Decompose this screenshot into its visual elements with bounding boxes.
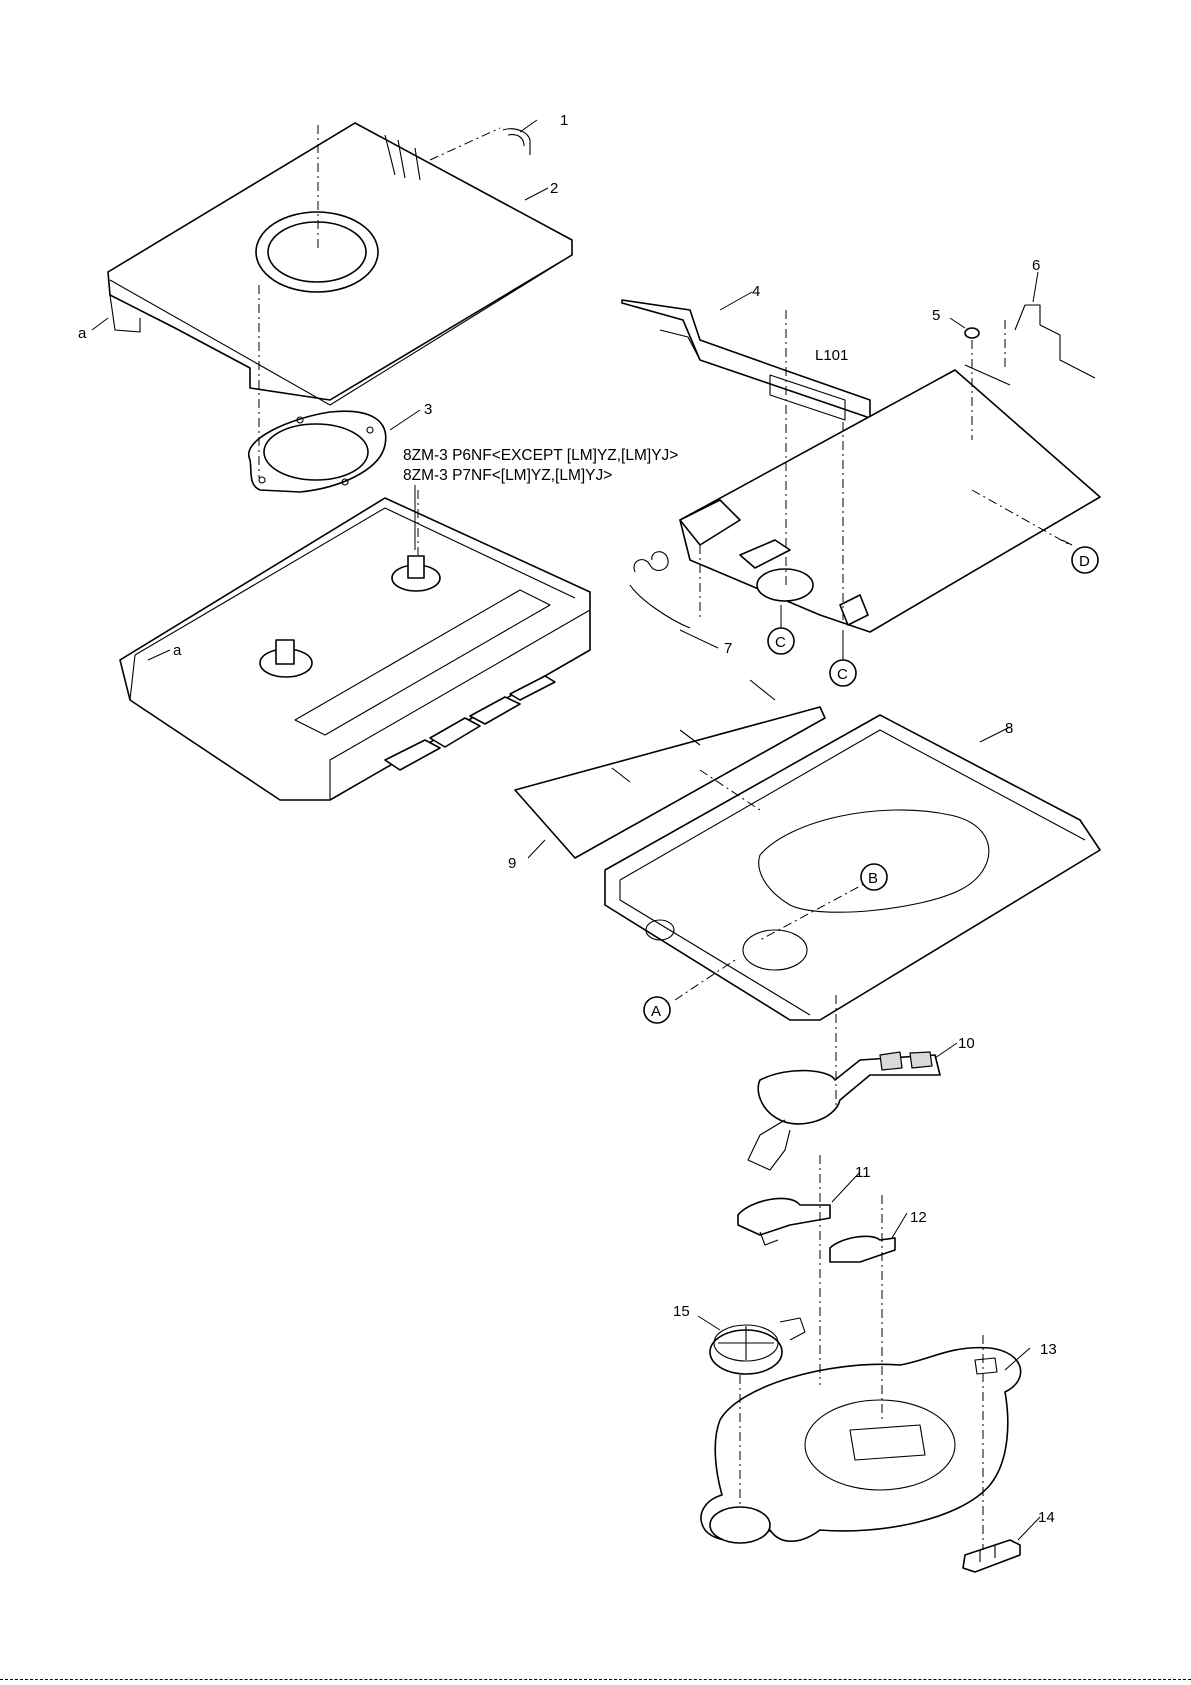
callout-15: 15 (673, 1303, 690, 1320)
part-15-cap (710, 1318, 805, 1374)
ref-circle-D: D (1079, 553, 1090, 570)
callout-6: 6 (1032, 257, 1040, 274)
ref-circle-C-right: C (837, 666, 848, 683)
callout-14: 14 (1038, 1509, 1055, 1526)
part-14-clip (963, 1540, 1020, 1572)
callout-13: 13 (1040, 1341, 1057, 1358)
part-3-ring-washer (249, 411, 386, 492)
pcb-board (680, 365, 1100, 632)
callout-12: 12 (910, 1209, 927, 1226)
chassis-left-assembly (120, 498, 590, 800)
part-1-clip (503, 129, 530, 155)
part-13-bottom-plate (701, 1348, 1021, 1543)
note-line-1: 8ZM-3 P6NF<EXCEPT [LM]YZ,[LM]YJ> (403, 447, 678, 464)
part-7-spring (630, 552, 690, 628)
part-10-flex-ring (748, 1052, 940, 1170)
callout-8: 8 (1005, 720, 1013, 737)
callout-11: 11 (855, 1164, 871, 1181)
ref-a-mid: a (173, 642, 182, 659)
callout-1: 1 (560, 112, 568, 129)
callout-4: 4 (752, 283, 760, 300)
ref-circle-B: B (868, 870, 878, 887)
ref-circle-C-left: C (775, 634, 786, 651)
callout-9: 9 (508, 855, 516, 872)
part-2-top-lid (108, 123, 572, 405)
callout-7: 7 (724, 640, 732, 657)
ref-a-top: a (78, 325, 87, 342)
component-label-l101: L101 (815, 347, 848, 364)
callout-2: 2 (550, 180, 558, 197)
callout-3: 3 (424, 401, 432, 418)
part-11-switch (738, 1198, 830, 1245)
callout-10: 10 (958, 1035, 975, 1052)
callout-5: 5 (932, 307, 940, 324)
note-line-2: 8ZM-3 P7NF<[LM]YZ,[LM]YJ> (403, 467, 612, 484)
part-12-switch (830, 1236, 895, 1262)
part-6-shield (1015, 305, 1095, 378)
ref-circle-A: A (651, 1003, 661, 1020)
part-5-washer (965, 328, 979, 338)
page-bottom-rule (0, 1679, 1191, 1680)
